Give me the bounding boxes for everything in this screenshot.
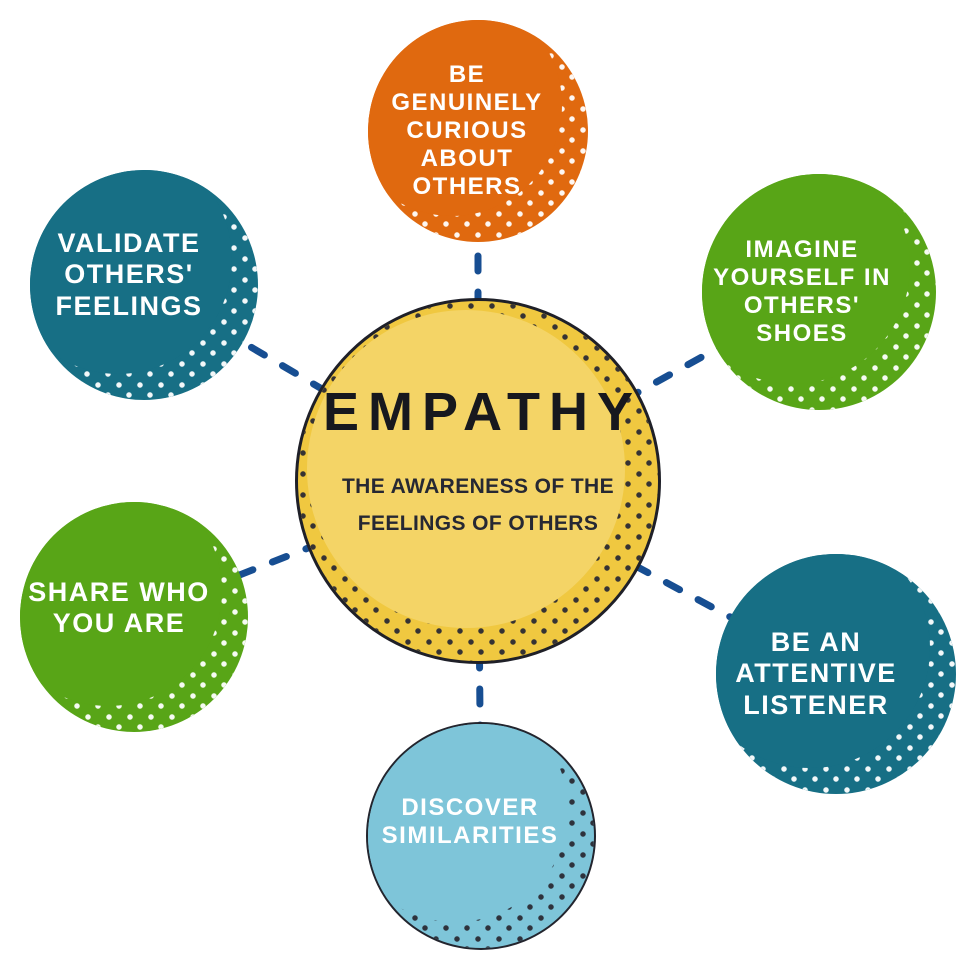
dot-crescent-mask [30,170,232,374]
dot-crescent-mask [20,502,222,706]
diagram-subtitle: THE AWARENESS OF THE FEELINGS OF OTHERS [341,475,615,535]
dot-crescent-mask [368,724,568,922]
node-validate-feelings: VALIDATE OTHERS' FEELINGS [30,170,258,400]
node-label: BE AN ATTENTIVE LISTENER [735,627,897,720]
node-imagine-yourself: IMAGINE YOURSELF IN OTHERS' SHOES [702,174,936,410]
node-label: IMAGINE YOURSELF IN OTHERS' SHOES [713,236,891,347]
node-be-genuinely-curious: BE GENUINELY CURIOUS ABOUT OTHERS [368,20,588,242]
diagram-title: EMPATHY [323,382,642,443]
node-empathy-center: EMPATHY THE AWARENESS OF THE FEELINGS OF… [295,298,661,664]
inner-highlight-circle [307,310,625,628]
node-label: BE GENUINELY CURIOUS ABOUT OTHERS [391,61,543,200]
node-discover-similarities: DISCOVER SIMILARITIES [366,722,596,950]
node-label: SHARE WHO YOU ARE [28,576,210,638]
node-label: DISCOVER SIMILARITIES [381,794,559,849]
node-attentive-listener: BE AN ATTENTIVE LISTENER [716,554,956,794]
center-content: EMPATHY THE AWARENESS OF THE FEELINGS OF… [298,301,658,661]
node-label: VALIDATE OTHERS' FEELINGS [55,228,203,321]
dot-crescent-mask [702,174,910,384]
dot-crescent-mask [716,554,930,768]
node-share-who-you-are: SHARE WHO YOU ARE [20,502,248,732]
dot-crescent-mask [368,20,562,216]
